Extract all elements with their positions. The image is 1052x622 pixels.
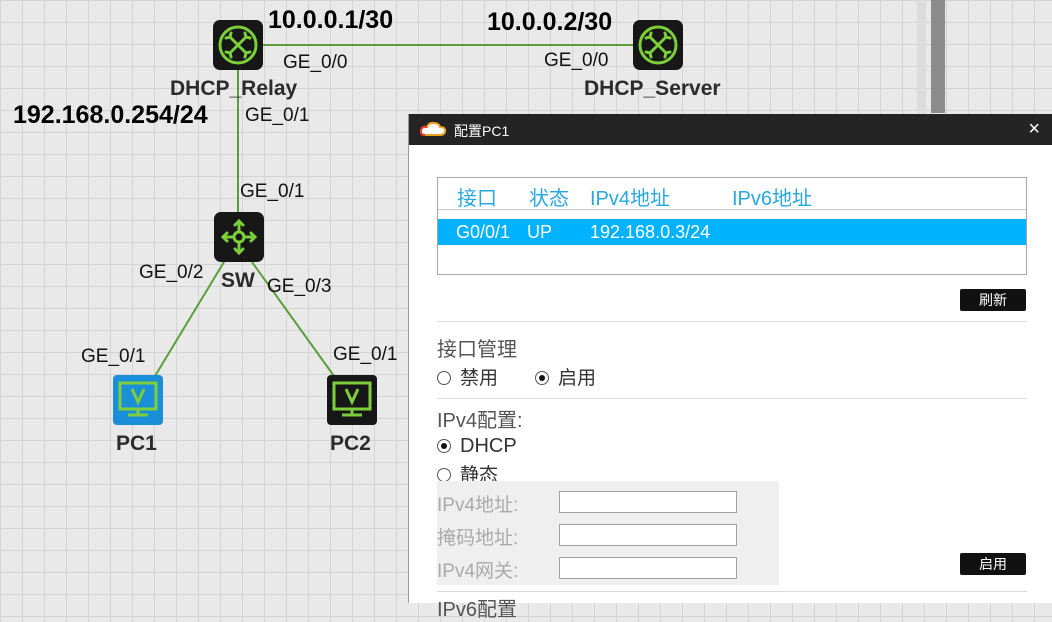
radio-disable-label: 禁用 bbox=[460, 368, 499, 389]
pc1-host[interactable] bbox=[113, 375, 163, 425]
relay-ge00-label: GE_0/0 bbox=[283, 52, 348, 73]
radio-enable-label: 启用 bbox=[558, 368, 597, 389]
radio-static-dot bbox=[437, 468, 451, 482]
ipv4-gateway-field[interactable] bbox=[559, 557, 737, 579]
col-ipv6-header: IPv6地址 bbox=[732, 188, 813, 210]
refresh-button[interactable]: 刷新 bbox=[960, 289, 1026, 311]
sw-name-label: SW bbox=[221, 269, 255, 292]
radio-enable[interactable]: 启用 bbox=[535, 363, 596, 390]
dialog-titlebar[interactable]: 配置PC1 × bbox=[409, 114, 1052, 145]
table-row[interactable]: G0/0/1 UP 192.168.0.3/24 bbox=[438, 219, 1026, 245]
row-ipv4: 192.168.0.3/24 bbox=[590, 222, 711, 242]
divider bbox=[437, 321, 1027, 322]
links-layer bbox=[154, 44, 634, 377]
pc1-name-label: PC1 bbox=[116, 432, 157, 455]
ipv4-config-title: IPv4配置: bbox=[437, 410, 523, 432]
radio-static-label: 静态 bbox=[460, 465, 499, 486]
interface-mgmt-title: 接口管理 bbox=[437, 339, 517, 361]
dhcp-server-router[interactable] bbox=[633, 20, 683, 70]
canvas-rail bbox=[917, 0, 926, 113]
ipv4-address-label: IPv4地址: bbox=[437, 495, 519, 516]
pc2-host[interactable] bbox=[327, 375, 377, 425]
row-interface: G0/0/1 bbox=[456, 222, 511, 242]
radio-enable-dot bbox=[535, 371, 549, 385]
server-ge00-label: GE_0/0 bbox=[544, 50, 609, 71]
switch-icon bbox=[220, 218, 258, 256]
sw-switch[interactable] bbox=[214, 212, 264, 262]
static-ipv4-panel: IPv4地址: 掩码地址: IPv4网关: bbox=[437, 481, 779, 585]
subnet-mask-label: 掩码地址: bbox=[437, 528, 519, 549]
col-interface-header: 接口 bbox=[457, 188, 497, 210]
radio-dhcp-label: DHCP bbox=[460, 435, 517, 457]
relay-lan-ip-label: 192.168.0.254/24 bbox=[13, 101, 208, 129]
server-wan-ip-label: 10.0.0.2/30 bbox=[487, 8, 613, 36]
pc2-name-label: PC2 bbox=[330, 432, 371, 455]
pc-icon bbox=[118, 381, 158, 417]
relay-wan-ip-label: 10.0.0.1/30 bbox=[268, 6, 394, 34]
col-ipv4-header: IPv4地址 bbox=[590, 188, 671, 210]
dialog-title: 配置PC1 bbox=[454, 123, 510, 139]
config-pc1-dialog: 配置PC1 × 接口 状态 IPv4地址 IPv6地址 G0/0/1 UP 19… bbox=[408, 114, 1052, 621]
dhcp-relay-router[interactable] bbox=[213, 20, 263, 70]
radio-disable[interactable]: 禁用 bbox=[437, 363, 498, 390]
relay-ge01-label: GE_0/1 bbox=[245, 105, 310, 126]
link-sw-pc2 bbox=[251, 261, 335, 377]
row-status: UP bbox=[527, 222, 553, 242]
pc2-ge01-label: GE_0/1 bbox=[333, 344, 398, 365]
close-icon[interactable]: × bbox=[1028, 118, 1040, 140]
canvas-scrollbar[interactable] bbox=[931, 0, 945, 113]
sw-ge02-label: GE_0/2 bbox=[139, 262, 204, 283]
radio-disable-dot bbox=[437, 371, 451, 385]
apply-button[interactable]: 启用 bbox=[960, 553, 1026, 575]
divider bbox=[437, 591, 1027, 592]
pc-icon bbox=[332, 381, 372, 417]
ipv4-address-field[interactable] bbox=[559, 491, 737, 513]
radio-dhcp-dot bbox=[437, 439, 451, 453]
server-name-label: DHCP_Server bbox=[584, 77, 721, 100]
router-icon bbox=[638, 25, 678, 65]
ipv6-config-title: IPv6配置 bbox=[437, 599, 518, 621]
ipv4-gateway-label: IPv4网关: bbox=[437, 561, 519, 582]
topology-canvas[interactable]: 10.0.0.1/30 10.0.0.2/30 GE_0/0 GE_0/0 DH… bbox=[0, 0, 1051, 603]
subnet-mask-field[interactable] bbox=[559, 524, 737, 546]
link-sw-pc1 bbox=[154, 261, 225, 377]
pc1-ge01-label: GE_0/1 bbox=[81, 346, 146, 367]
sw-ge01-label: GE_0/1 bbox=[240, 181, 305, 202]
router-icon bbox=[218, 25, 258, 65]
radio-dhcp[interactable]: DHCP bbox=[437, 435, 517, 458]
cloud-icon bbox=[419, 121, 447, 136]
divider bbox=[437, 398, 1027, 399]
interface-table-header: 接口 状态 IPv4地址 IPv6地址 bbox=[438, 179, 1026, 210]
relay-name-label: DHCP_Relay bbox=[170, 77, 298, 100]
interface-table: 接口 状态 IPv4地址 IPv6地址 G0/0/1 UP 192.168.0.… bbox=[437, 177, 1027, 275]
sw-ge03-label: GE_0/3 bbox=[267, 276, 332, 297]
col-status-header: 状态 bbox=[529, 188, 569, 210]
